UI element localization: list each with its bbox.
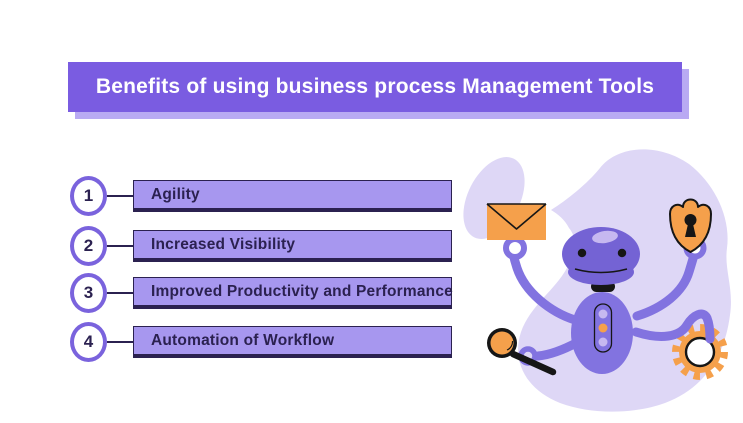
benefit-label: Increased Visibility — [151, 235, 296, 253]
connector-line — [107, 292, 133, 294]
shield-lock-icon — [669, 198, 712, 253]
benefit-label: Agility — [151, 185, 200, 203]
benefit-row-4: 4 Automation of Workflow — [70, 322, 452, 362]
robot-eye-left — [577, 248, 587, 258]
connector-line — [107, 341, 133, 343]
robot-eye-right — [617, 248, 627, 258]
benefit-row-3: 3 Improved Productivity and Performance — [70, 273, 453, 313]
benefit-number-circle: 4 — [70, 322, 107, 362]
robot-body — [571, 292, 633, 374]
head-highlight — [592, 230, 618, 244]
magnifier-icon — [487, 328, 557, 376]
connector-line — [107, 245, 133, 247]
robot-head — [562, 227, 640, 285]
indicator-light-top — [598, 309, 608, 319]
indicator-light-middle — [598, 323, 608, 333]
title-banner: Benefits of using business process Manag… — [68, 62, 682, 112]
page-title: Benefits of using business process Manag… — [95, 75, 655, 98]
robot-mouth — [574, 268, 628, 274]
benefit-row-1: 1 Agility — [70, 176, 452, 216]
benefit-number: 2 — [83, 236, 94, 255]
benefit-bar: Automation of Workflow — [133, 326, 452, 358]
benefit-label: Improved Productivity and Performance — [151, 282, 453, 300]
indicator-light-bottom — [598, 337, 608, 347]
benefit-bar: Increased Visibility — [133, 230, 452, 262]
benefit-number: 3 — [83, 283, 94, 302]
benefit-number-circle: 3 — [70, 273, 107, 313]
benefit-bar: Agility — [133, 180, 452, 212]
body-panel — [593, 303, 613, 353]
benefit-number: 4 — [83, 332, 94, 351]
robot-arm-lower-right — [631, 309, 715, 344]
benefit-label: Automation of Workflow — [151, 331, 335, 349]
benefit-bar: Improved Productivity and Performance — [133, 277, 453, 309]
benefit-number: 1 — [83, 186, 94, 205]
benefit-row-2: 2 Increased Visibility — [70, 226, 452, 266]
robot-illustration — [463, 149, 731, 412]
benefit-number-circle: 1 — [70, 176, 107, 216]
benefit-number-circle: 2 — [70, 226, 107, 266]
robot-hand-ring — [503, 236, 527, 260]
connector-line — [107, 195, 133, 197]
envelope-icon — [486, 203, 547, 240]
robot-arm-upper-left — [503, 236, 580, 325]
